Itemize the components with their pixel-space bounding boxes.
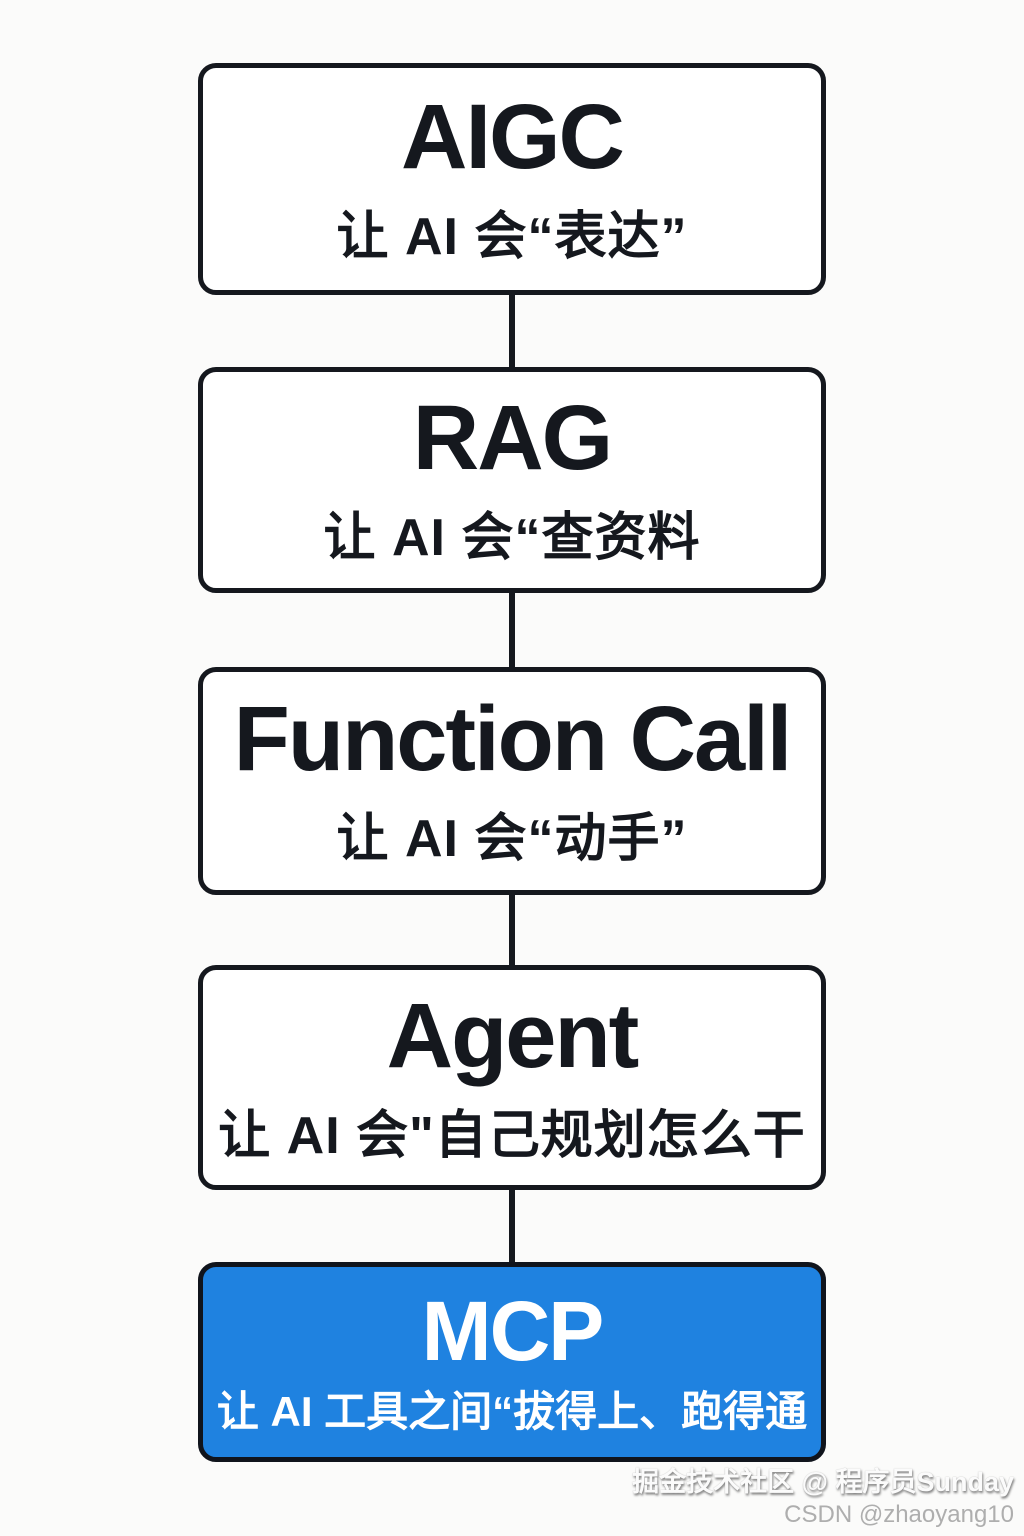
node-aigc: AIGC 让 AI 会“表达” xyxy=(198,63,826,295)
watermark-juejin: 掘金技术社区 @ 程序员Sunday xyxy=(632,1467,1014,1497)
connector-function-call-agent xyxy=(509,893,515,967)
node-function-call: Function Call 让 AI 会“动手” xyxy=(198,667,826,895)
node-rag: RAG 让 AI 会“查资料 xyxy=(198,367,826,593)
connector-agent-mcp xyxy=(509,1188,515,1264)
node-rag-title: RAG xyxy=(412,387,613,490)
node-function-call-title: Function Call xyxy=(233,688,793,791)
node-mcp-title: MCP xyxy=(421,1283,605,1378)
node-rag-subtitle: 让 AI 会“查资料 xyxy=(323,509,701,568)
connector-rag-function-call xyxy=(509,591,515,669)
node-agent-subtitle: 让 AI 会"自己规划怎么干 xyxy=(218,1106,806,1165)
node-aigc-subtitle: 让 AI 会“表达” xyxy=(336,208,688,267)
node-aigc-title: AIGC xyxy=(401,86,625,189)
node-function-call-subtitle: 让 AI 会“动手” xyxy=(336,810,688,869)
watermark: 掘金技术社区 @ 程序员Sunday CSDN @zhaoyang10 xyxy=(632,1466,1014,1530)
watermark-csdn: CSDN @zhaoyang10 xyxy=(784,1500,1014,1528)
connector-aigc-rag xyxy=(509,293,515,369)
node-agent-title: Agent xyxy=(386,984,640,1087)
node-agent: Agent 让 AI 会"自己规划怎么干 xyxy=(198,965,826,1190)
node-mcp: MCP 让 AI 工具之间“拔得上、跑得通 xyxy=(198,1262,826,1462)
node-mcp-subtitle: 让 AI 工具之间“拔得上、跑得通 xyxy=(216,1387,808,1435)
